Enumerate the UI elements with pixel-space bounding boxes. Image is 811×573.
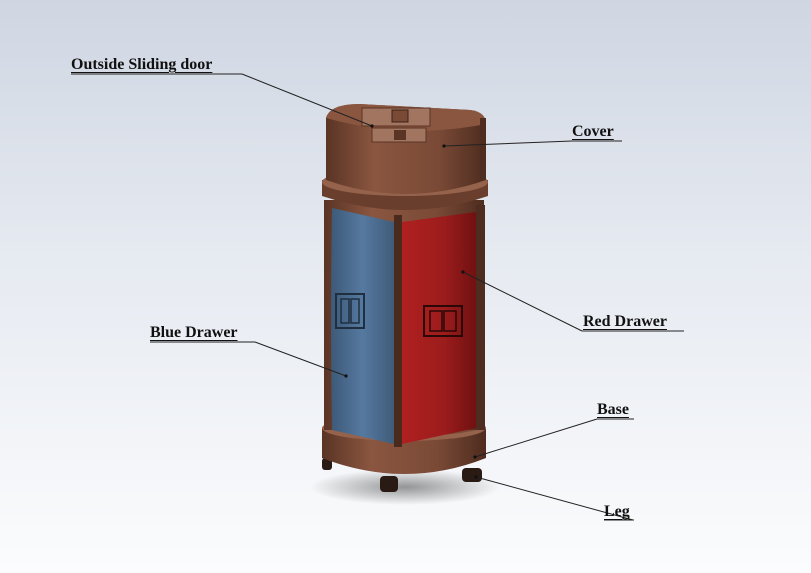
legs [322,458,482,492]
leader-base [474,418,598,458]
leader-lines [71,73,684,521]
red-drawer-part [402,212,478,444]
label-blue-drawer: Blue Drawer [150,324,238,341]
leader-leg [475,476,634,521]
label-outside-sliding-door: Outside Sliding door [71,56,213,73]
ground-shadow [310,469,500,505]
leader-cover [443,140,573,147]
right-side-strip [476,205,485,430]
leader-outside-sliding-door [241,73,373,127]
label-leg: Leg [604,503,630,520]
label-red-drawer: Red Drawer [583,313,667,330]
sliding-door-part [361,107,431,143]
drawer-divider [394,215,402,447]
leader-dots [344,124,478,479]
leader-blue-drawer [254,341,347,377]
label-cover: Cover [572,123,614,140]
label-base: Base [597,401,629,418]
blue-drawer-part [331,208,394,444]
leader-red-drawer [462,271,583,332]
